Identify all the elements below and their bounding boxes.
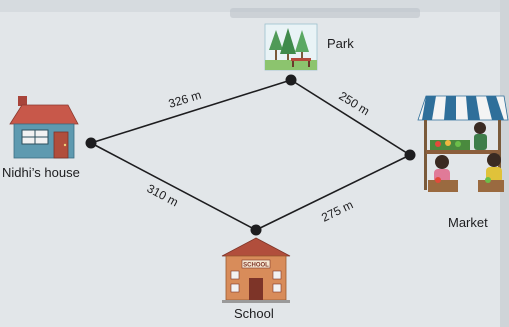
school-label: School — [234, 306, 274, 321]
park-label: Park — [327, 36, 354, 51]
nidhi-house-label: Nidhi’s house — [2, 165, 80, 180]
school-icon: SCHOOL — [221, 237, 291, 303]
market-label: Market — [448, 215, 488, 230]
route-school-market — [255, 154, 411, 231]
route-nodes — [85, 74, 416, 236]
route-nidhi-school — [90, 142, 257, 231]
routes — [90, 79, 411, 231]
node-school — [250, 224, 262, 236]
route-nidhi-park — [90, 79, 292, 144]
market-stall-icon — [417, 95, 509, 192]
school-sign: SCHOOL — [243, 263, 269, 269]
node-park — [285, 74, 297, 86]
node-market — [404, 149, 416, 161]
node-nidhi — [85, 137, 97, 149]
route-park-market — [290, 79, 411, 156]
park-icon — [264, 23, 318, 71]
house-icon — [9, 96, 79, 159]
